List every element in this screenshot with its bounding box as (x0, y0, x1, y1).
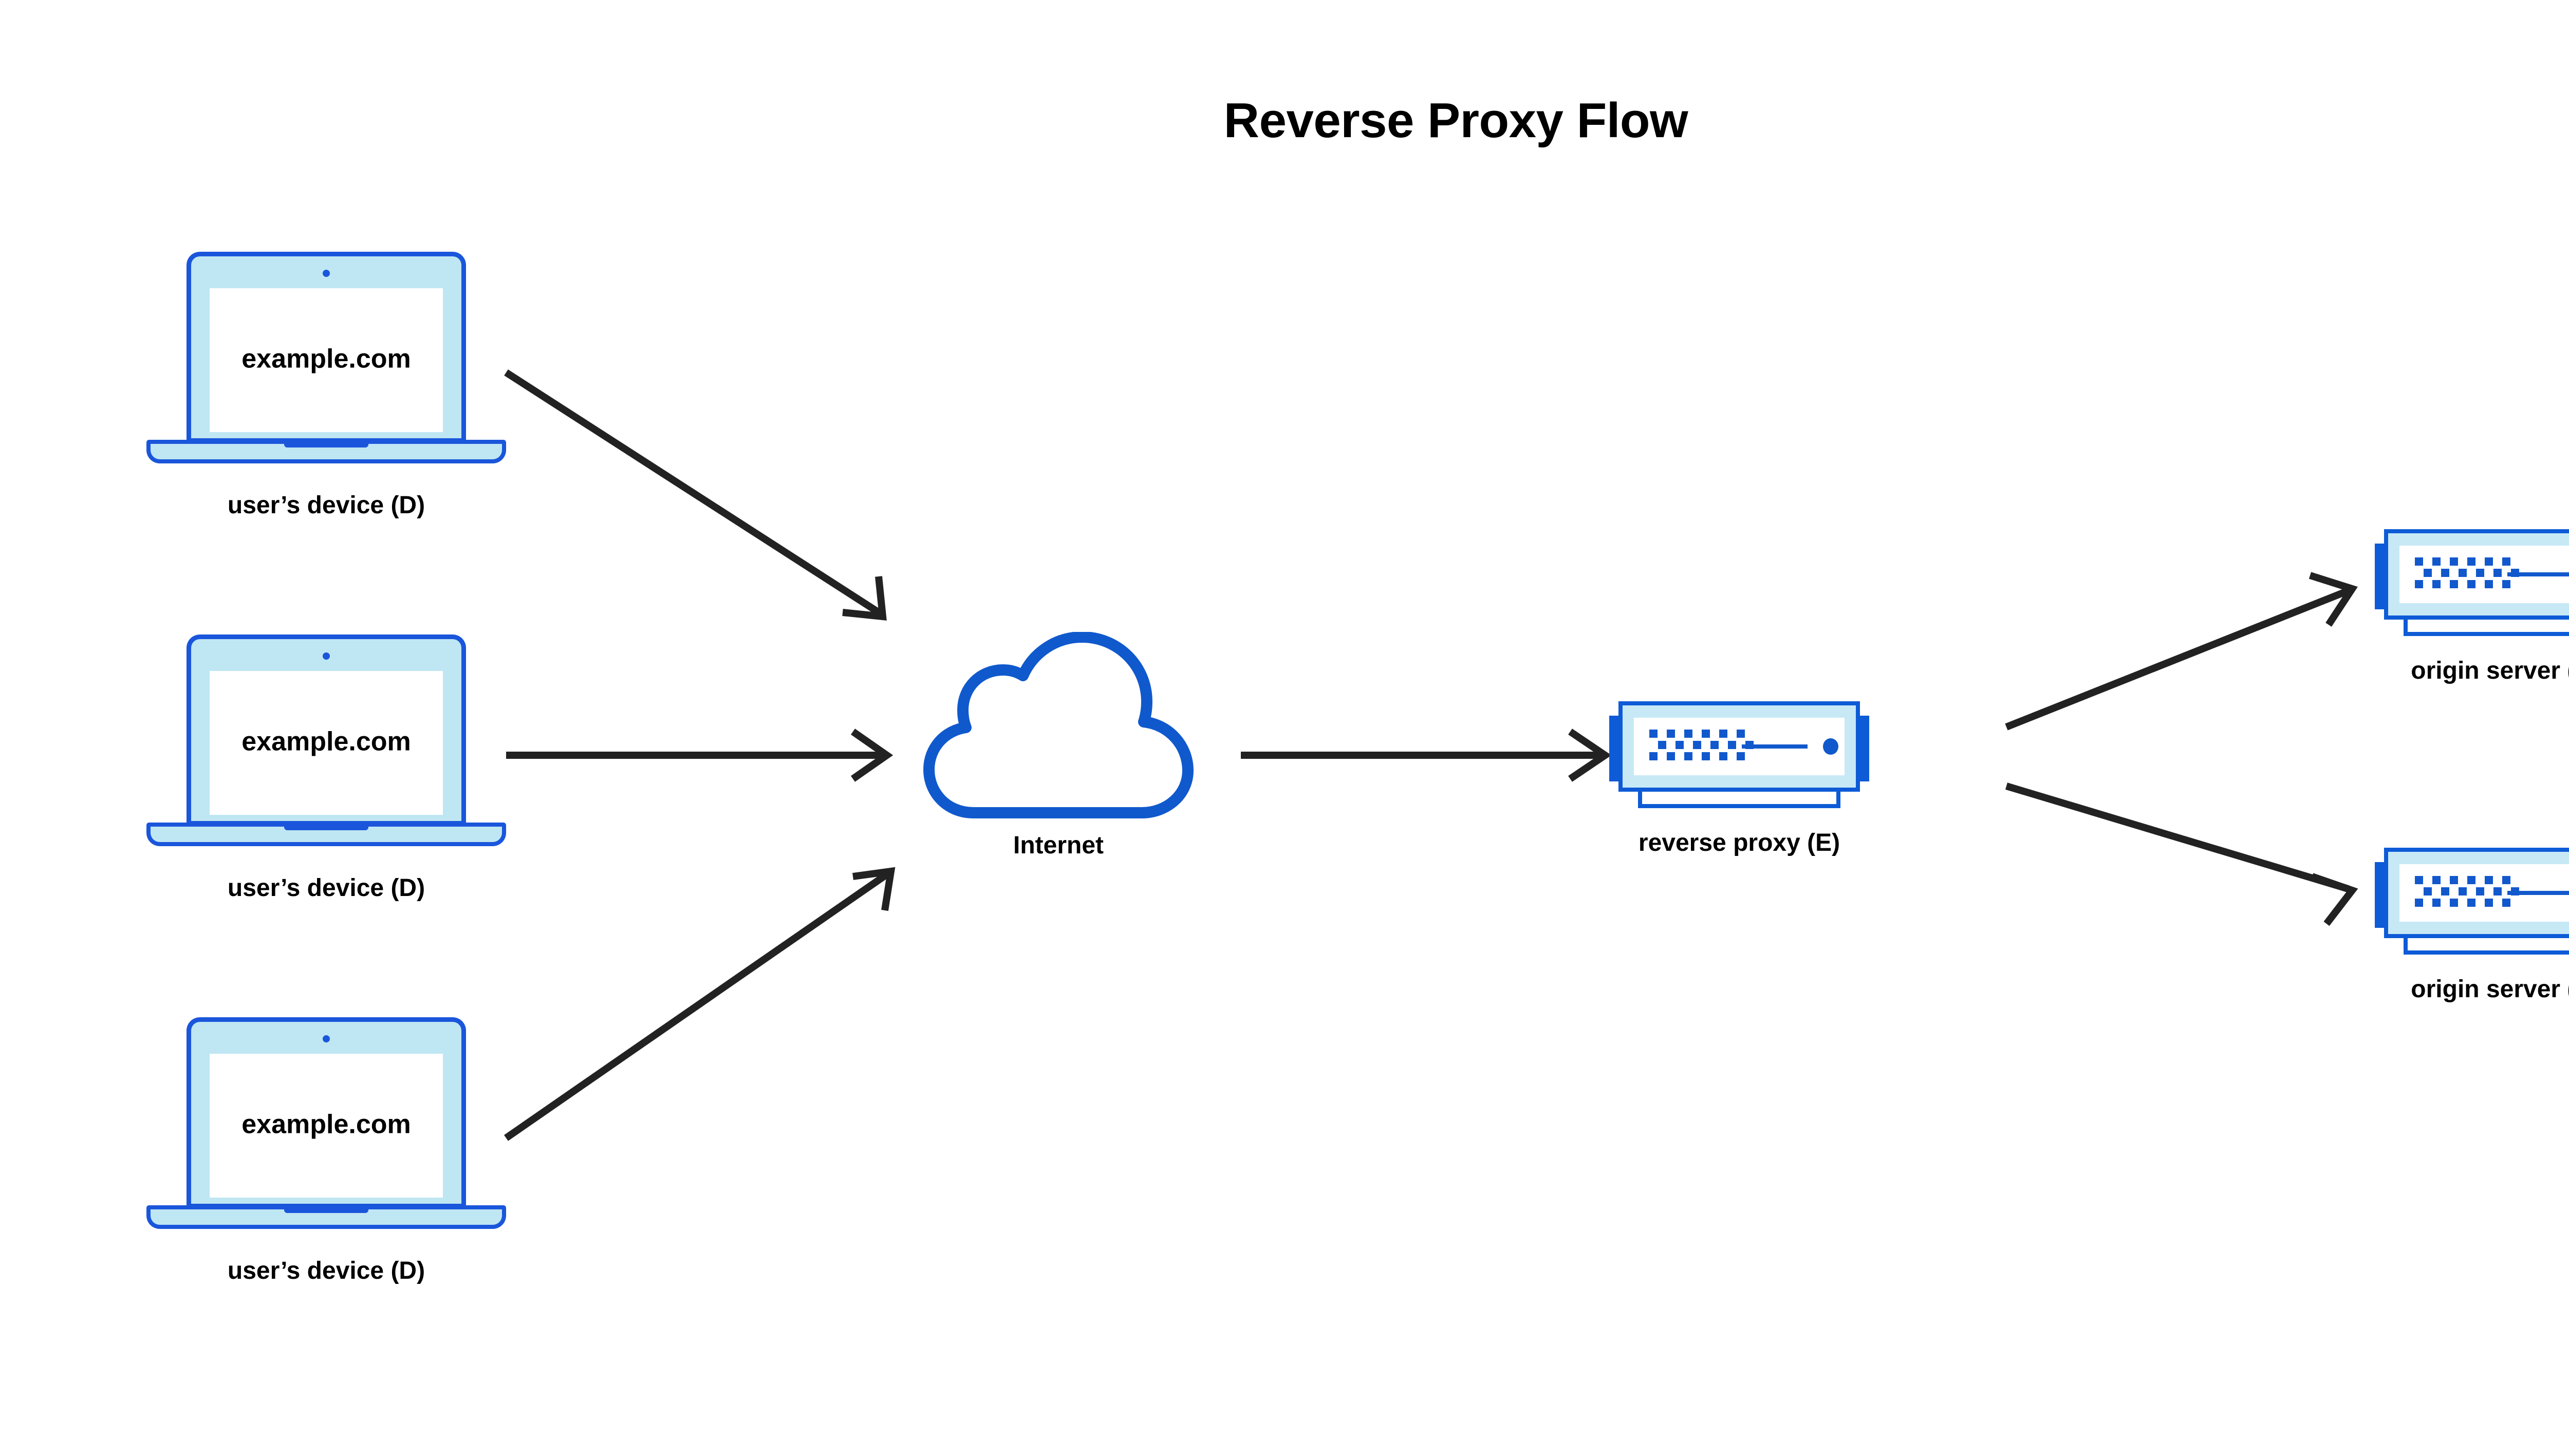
laptop-lid: example.com (187, 634, 466, 826)
arrow-proxy-to-origin2 (2005, 782, 2358, 926)
server-vent-grid (2415, 876, 2528, 910)
laptop-notch (284, 440, 368, 447)
laptop-icon: example.com (146, 634, 506, 850)
server-body (2384, 529, 2569, 620)
node-label-user-device-3: user’s device (D) (227, 1257, 425, 1284)
server-icon (1609, 701, 1869, 809)
laptop-notch (284, 823, 368, 830)
node-label-origin-server-2: origin server (F) (2411, 976, 2569, 1003)
node-reverse-proxy[interactable]: reverse proxy (E) (1609, 701, 1869, 856)
server-icon (2375, 848, 2569, 956)
cloud-icon (915, 631, 1202, 827)
server-body (2384, 848, 2569, 938)
screen-url-text: example.com (241, 1109, 411, 1140)
laptop-screen: example.com (210, 671, 443, 815)
node-user-device-2[interactable]: example.com user’s device (D) (146, 634, 506, 922)
node-label-user-device-2: user’s device (D) (227, 874, 425, 902)
server-icon (2375, 529, 2569, 637)
server-panel (2399, 864, 2569, 922)
laptop-icon: example.com (146, 252, 506, 468)
arrow-device1-to-internet (504, 369, 887, 621)
server-status-led (1823, 738, 1838, 755)
server-shelf (2404, 936, 2569, 955)
laptop-screen: example.com (210, 1054, 443, 1198)
camera-icon (323, 1035, 330, 1042)
laptop-lid: example.com (187, 252, 466, 443)
node-label-origin-server-1: origin server (F) (2411, 657, 2569, 684)
camera-icon (323, 652, 330, 660)
laptop-notch (284, 1205, 368, 1213)
node-label-internet: Internet (1013, 832, 1104, 859)
arrow-proxy-to-origin1 (2005, 572, 2358, 731)
node-label-reverse-proxy: reverse proxy (E) (1638, 829, 1840, 856)
laptop-lid: example.com (187, 1017, 466, 1208)
server-indicator-line (2507, 891, 2569, 895)
server-shelf (2404, 618, 2569, 636)
server-body (1618, 701, 1860, 792)
page-title: Reverse Proxy Flow (1223, 93, 1688, 148)
arrow-device2-to-internet (506, 729, 893, 782)
laptop-icon: example.com (146, 1017, 506, 1233)
node-origin-server-2[interactable]: origin server (F) (2375, 848, 2569, 1003)
screen-url-text: example.com (241, 726, 411, 757)
laptop-screen: example.com (210, 288, 443, 432)
node-internet[interactable]: Internet (915, 631, 1202, 879)
arrow-internet-to-proxy (1241, 729, 1612, 782)
arrow-device3-to-internet (504, 867, 896, 1141)
node-user-device-3[interactable]: example.com user’s device (D) (146, 1017, 506, 1305)
server-indicator-line (1742, 744, 1808, 749)
server-panel (2399, 546, 2569, 603)
node-origin-server-1[interactable]: origin server (F) (2375, 529, 2569, 684)
node-label-user-device-1: user’s device (D) (227, 492, 425, 519)
server-panel (1634, 718, 1845, 775)
screen-url-text: example.com (241, 344, 411, 374)
camera-icon (323, 270, 330, 277)
server-shelf (1638, 790, 1840, 808)
server-indicator-line (2507, 572, 2569, 576)
node-user-device-1[interactable]: example.com user’s device (D) (146, 252, 506, 539)
